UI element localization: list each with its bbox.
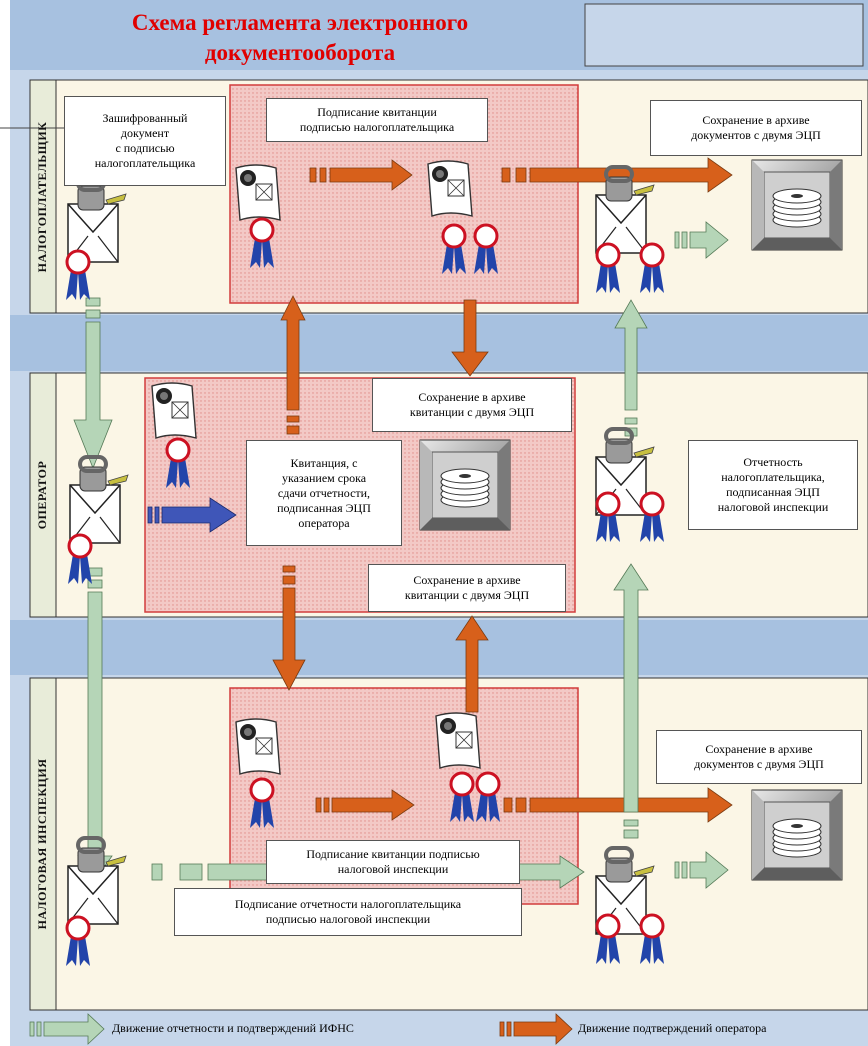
title-line-1: Схема регламента электронного bbox=[131, 10, 469, 35]
receipt-document-icon bbox=[235, 164, 281, 221]
archive-disk-icon bbox=[419, 439, 511, 531]
archive-disk-icon bbox=[751, 789, 843, 881]
lane-label-operator: ОПЕРАТОР bbox=[35, 460, 49, 530]
archive-disk-icon bbox=[751, 159, 843, 251]
lane-label-taxpayer: НАЛОГОПЛАТЕЛЬЩИК bbox=[35, 121, 49, 273]
legend-green-text: Движение отчетности и подтверждений ИФНС bbox=[112, 1021, 354, 1035]
label-archive-operator-top: Сохранение в архиве квитанции с двумя ЭЦ… bbox=[372, 378, 572, 432]
legend-green-arrow-icon bbox=[29, 1013, 105, 1045]
title-line-2: документооборота bbox=[204, 40, 396, 65]
lane-label-inspection: НАЛОГОВАЯ ИНСПЕКЦИЯ bbox=[35, 758, 49, 930]
receipt-document-icon bbox=[235, 718, 281, 775]
label-sign-receipt-inspection: Подписание квитанции подписью налоговой … bbox=[266, 840, 520, 884]
blue-arrow bbox=[147, 497, 237, 533]
separator-band-2 bbox=[10, 620, 868, 675]
label-encrypted-document: Зашифрованный документ с подписью налого… bbox=[64, 96, 226, 186]
receipt-document-icon bbox=[151, 382, 197, 439]
label-receipt-operator: Квитанция, с указанием срока сдачи отчет… bbox=[246, 440, 402, 546]
label-sign-receipt-taxpayer: Подписание квитанции подписью налогоплат… bbox=[266, 98, 488, 142]
label-archive-inspection: Сохранение в архиве документов с двумя Э… bbox=[656, 730, 862, 784]
diagram-title: Схема регламента электронного документоо… bbox=[20, 8, 580, 68]
label-report-signed-inspection: Отчетность налогоплательщика, подписанна… bbox=[688, 440, 858, 530]
label-sign-report-inspection: Подписание отчетности налогоплательщика … bbox=[174, 888, 522, 936]
blank-header-box bbox=[584, 3, 864, 67]
label-archive-operator-bottom: Сохранение в архиве квитанции с двумя ЭЦ… bbox=[368, 564, 566, 612]
separator-band-1 bbox=[10, 315, 868, 371]
legend-orange-arrow-icon bbox=[499, 1013, 573, 1045]
legend-orange-text: Движение подтверждений оператора bbox=[578, 1021, 767, 1035]
receipt-document-icon bbox=[435, 712, 481, 769]
label-archive-taxpayer: Сохранение в архиве документов с двумя Э… bbox=[650, 100, 862, 156]
receipt-document-icon bbox=[427, 160, 473, 217]
